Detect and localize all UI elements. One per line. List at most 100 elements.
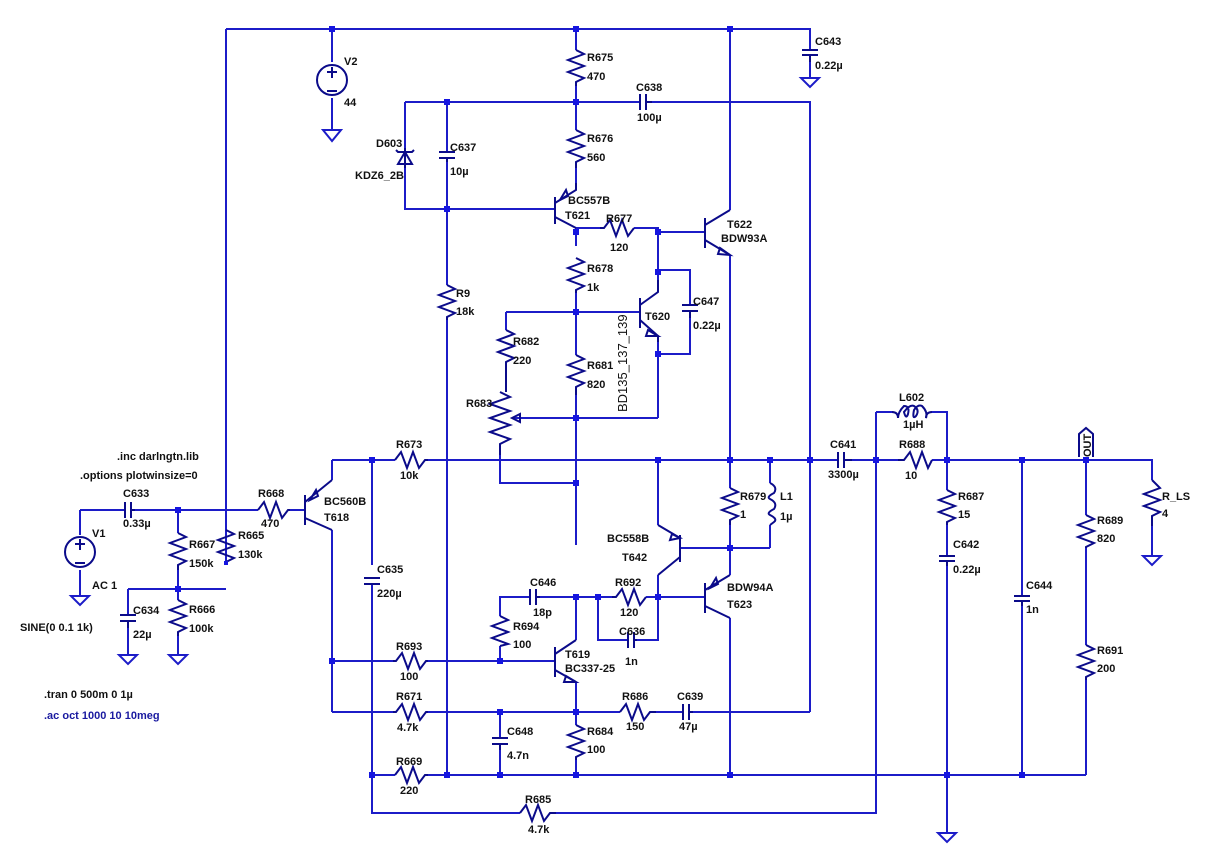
transistor-T622[interactable]: T622 BDW93A [704, 209, 768, 257]
component-ref: C634 [133, 605, 160, 617]
resistor-R688[interactable]: R688 10 [898, 439, 933, 482]
capacitor-C639[interactable]: C639 47µ [677, 691, 703, 733]
component-value: 820 [587, 379, 605, 391]
capacitor-C647[interactable]: C647 0.22µ [682, 296, 721, 332]
resistor-R685[interactable]: R685 4.7k [519, 794, 556, 836]
component-value: 150k [189, 558, 214, 570]
capacitor-C635[interactable]: C635 220µ [364, 564, 403, 600]
component-ref: R675 [587, 52, 613, 64]
component-ref: R673 [396, 439, 422, 451]
resistor-R691[interactable]: R691 200 [1075, 644, 1123, 680]
transistor-T618[interactable]: BC560B T618 [304, 479, 366, 531]
resistor-R693[interactable]: R693 100 [393, 641, 428, 683]
capacitor-C634[interactable]: C634 22µ [120, 605, 160, 641]
resistor-R692[interactable]: R692 120 [612, 577, 647, 619]
capacitor-C637[interactable]: C637 10µ [439, 142, 476, 178]
ground-icon [320, 129, 344, 143]
transistor-T620[interactable]: T620 BD135_137_139 [615, 280, 670, 412]
transistor-model: BC337-25 [565, 663, 615, 675]
capacitor-C642[interactable]: C642 0.22µ [939, 539, 981, 576]
zener-diode-D603[interactable]: D603 KDZ6_2B [355, 138, 415, 182]
transistor-T621[interactable]: BC557B T621 [554, 183, 610, 229]
capacitor-C638[interactable]: C638 100µ [636, 82, 662, 124]
capacitor-C633[interactable]: C633 0.33µ [123, 488, 151, 530]
resistor-R681[interactable]: R681 820 [565, 354, 613, 395]
component-value: 0.22µ [693, 320, 721, 332]
component-value: 470 [261, 518, 279, 530]
resistor-R673[interactable]: R673 10k [394, 439, 428, 482]
transistor-model: BC560B [324, 496, 366, 508]
transistor-T623[interactable]: BDW94A T623 [704, 574, 774, 619]
component-ref: T642 [622, 552, 647, 564]
resistor-R679[interactable]: R679 1 [719, 487, 766, 525]
component-value: 220 [513, 355, 531, 367]
component-value: 130k [238, 549, 263, 561]
capacitor-C644[interactable]: C644 1n [1014, 580, 1053, 616]
component-value: 100µ [637, 112, 662, 124]
resistor-R689[interactable]: R689 820 [1075, 514, 1123, 548]
component-ref: D603 [376, 138, 402, 150]
capacitor-C641[interactable]: C641 3300µ [828, 439, 859, 481]
component-ref: R676 [587, 133, 613, 145]
component-ref: L1 [780, 491, 793, 503]
component-ref: C647 [693, 296, 719, 308]
resistor-R675[interactable]: R675 470 [565, 49, 613, 86]
ground-symbols [68, 77, 1164, 844]
transistor-model: BC557B [568, 195, 610, 207]
component-value: 100 [513, 639, 531, 651]
resistor-R676[interactable]: R676 560 [565, 129, 613, 168]
resistor-R671[interactable]: R671 4.7k [393, 691, 428, 734]
resistor-R694[interactable]: R694 100 [489, 615, 540, 651]
directive-inc[interactable]: .inc darlngtn.lib [117, 451, 199, 463]
resistor-R9[interactable]: R9 18k [436, 284, 475, 320]
output-port-OUT[interactable]: OUT [1078, 426, 1094, 458]
inductor-L602[interactable]: L602 1µH [891, 392, 933, 431]
directive-tran[interactable]: .tran 0 500m 0 1µ [44, 689, 133, 701]
resistor-R666[interactable]: R666 100k [167, 599, 215, 636]
spice-directives: .inc darlngtn.lib .options plotwinsize=0… [44, 451, 199, 722]
directive-ac[interactable]: .ac oct 1000 10 10meg [44, 710, 160, 722]
resistor-R665[interactable]: R665 130k [215, 529, 264, 565]
component-ref: T620 [645, 311, 670, 323]
component-value: 1k [587, 282, 600, 294]
component-value: 4 [1162, 508, 1169, 520]
component-value: 0.22µ [815, 60, 843, 72]
component-ref: T623 [727, 599, 752, 611]
component-ref: C648 [507, 726, 533, 738]
component-ref: C644 [1026, 580, 1053, 592]
resistor-R669[interactable]: R669 220 [394, 756, 428, 797]
ground-icon [935, 832, 959, 844]
inductor-L1[interactable]: L1 1µ [767, 482, 793, 526]
capacitor-C648[interactable]: C648 4.7n [492, 726, 533, 762]
ground-icon [68, 595, 92, 607]
component-ref: R685 [525, 794, 551, 806]
component-value: 100k [189, 623, 214, 635]
resistor-R686[interactable]: R686 150 [619, 691, 656, 733]
resistor-R684[interactable]: R684 100 [565, 724, 614, 760]
ground-icon [1140, 555, 1164, 567]
resistor-R_LS[interactable]: R_LS 4 [1141, 479, 1190, 526]
capacitor-C643[interactable]: C643 0.22µ [802, 36, 843, 72]
voltage-source-V1[interactable]: V1 AC 1 SINE(0 0.1 1k) [20, 528, 117, 634]
resistor-R668[interactable]: R668 470 [257, 488, 290, 530]
port-label: OUT [1082, 434, 1094, 458]
voltage-source-V2[interactable]: V2 44 [316, 56, 357, 109]
capacitor-C636[interactable]: C636 1n [619, 626, 645, 668]
transistor-T619[interactable]: T619 BC337-25 [554, 639, 615, 683]
potentiometer-R683[interactable]: R683 [466, 391, 521, 455]
resistor-R682[interactable]: R682 220 [495, 329, 539, 392]
capacitor-C646[interactable]: C646 18p [529, 577, 556, 619]
transistor-T642[interactable]: BC558B T642 [607, 524, 684, 576]
component-value: 820 [1097, 533, 1115, 545]
directive-options[interactable]: .options plotwinsize=0 [80, 470, 198, 482]
resistor-R687[interactable]: R687 15 [936, 489, 984, 525]
component-value: KDZ6_2B [355, 170, 404, 182]
component-ref: R688 [899, 439, 925, 451]
resistor-R678[interactable]: R678 1k [565, 257, 613, 294]
component-ref: R668 [258, 488, 284, 500]
component-ref: L602 [899, 392, 924, 404]
resistor-R667[interactable]: R667 150k [167, 532, 215, 570]
component-value: 220 [400, 785, 418, 797]
component-value: 4.7n [507, 750, 529, 762]
resistor-R677[interactable]: R677 120 [600, 213, 635, 254]
